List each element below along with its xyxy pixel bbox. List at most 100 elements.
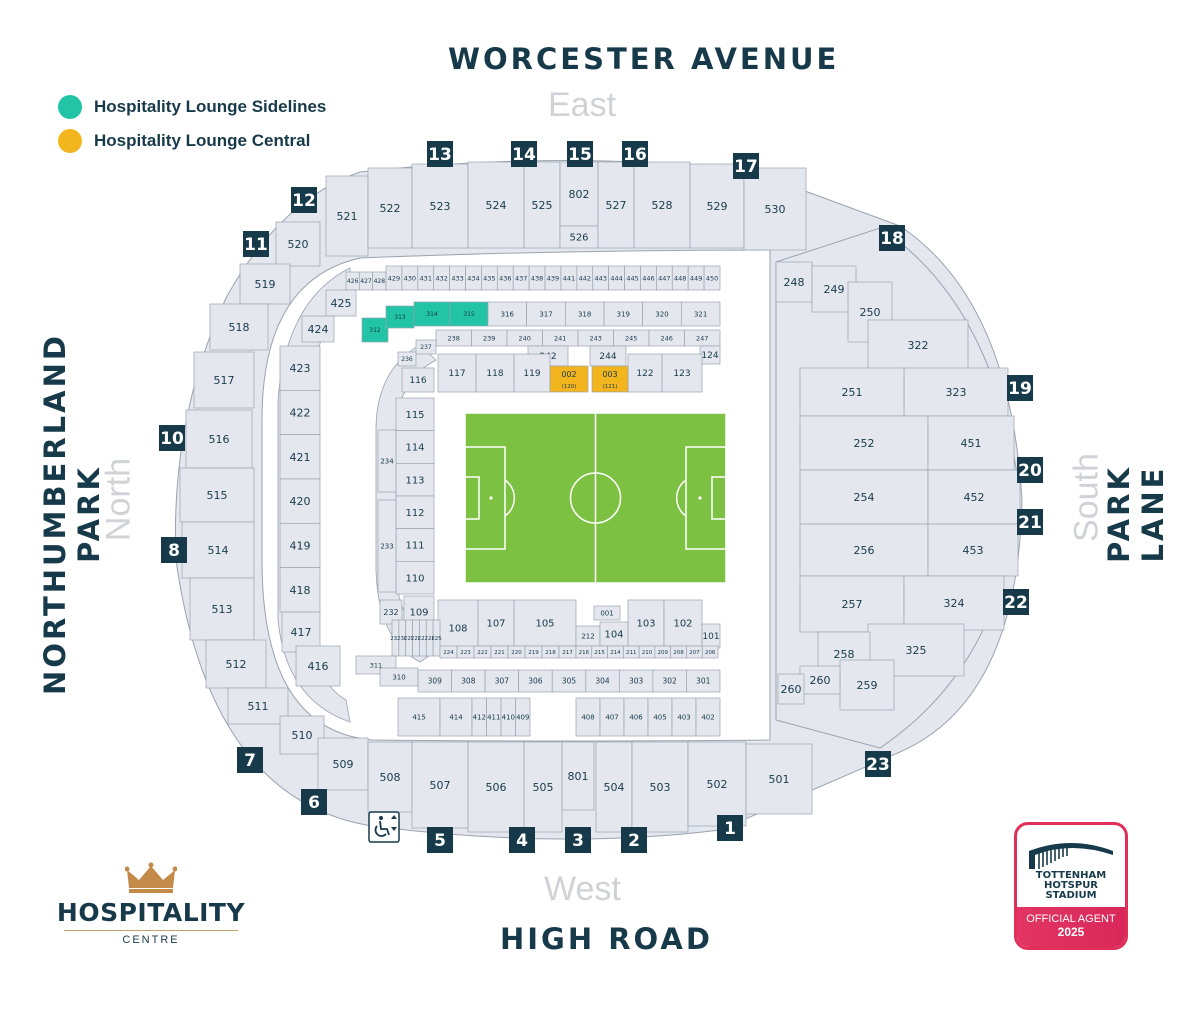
seat-block-248[interactable] — [775, 261, 813, 303]
seat-block-label-519: 519 — [255, 278, 276, 291]
seat-block-450[interactable] — [703, 265, 721, 291]
seat-block-416[interactable] — [295, 645, 341, 687]
seat-block-259[interactable] — [839, 659, 895, 711]
seat-block-251[interactable] — [799, 367, 905, 417]
seat-block-453[interactable] — [927, 523, 1019, 577]
seat-block-316[interactable] — [487, 301, 528, 327]
seat-block-107[interactable] — [477, 599, 515, 647]
seat-block-236[interactable] — [397, 351, 417, 367]
seat-block-424[interactable] — [301, 315, 335, 343]
seat-block-257[interactable] — [799, 575, 905, 633]
seat-block-label-505: 505 — [533, 781, 554, 794]
seat-block-206[interactable] — [701, 645, 719, 659]
seat-block-505[interactable] — [523, 741, 563, 833]
seat-block-523[interactable] — [411, 163, 469, 249]
wheelchair-access-icon — [368, 811, 400, 843]
seat-block-103[interactable] — [627, 599, 665, 647]
seat-block-517[interactable] — [193, 351, 255, 409]
seat-block-515[interactable] — [179, 467, 255, 523]
seat-block-521[interactable] — [325, 175, 369, 257]
seat-block-321[interactable] — [680, 301, 721, 327]
seat-block-003[interactable] — [591, 365, 629, 393]
seat-block-234[interactable] — [377, 429, 397, 493]
seat-block-452[interactable] — [927, 469, 1021, 525]
seat-block-115[interactable] — [395, 397, 435, 432]
seat-block-315[interactable] — [449, 301, 489, 327]
seat-block-001[interactable] — [593, 605, 621, 621]
seat-block-501[interactable] — [745, 743, 813, 815]
seat-block-508[interactable] — [367, 741, 413, 813]
seat-block-503[interactable] — [631, 741, 689, 833]
seat-block-506[interactable] — [467, 741, 525, 833]
seat-block-502[interactable] — [687, 741, 747, 827]
seat-block-256[interactable] — [799, 523, 929, 577]
seat-block-301[interactable] — [686, 669, 721, 693]
seat-block-409[interactable] — [515, 697, 531, 737]
seat-block-254[interactable] — [799, 469, 929, 525]
seat-block-514[interactable] — [181, 521, 255, 579]
seat-block-260-b[interactable] — [777, 673, 805, 705]
seat-block-510[interactable] — [279, 715, 325, 755]
seat-block-405[interactable] — [647, 697, 673, 737]
seat-block-408[interactable] — [575, 697, 601, 737]
seat-block-225[interactable] — [432, 619, 441, 657]
seat-block-513[interactable] — [189, 577, 255, 641]
seat-block-113[interactable] — [395, 462, 435, 497]
seat-block-319[interactable] — [603, 301, 644, 327]
seat-block-sub-120: (120) — [562, 384, 577, 390]
seat-block-112[interactable] — [395, 495, 435, 530]
seat-block-451[interactable] — [927, 415, 1015, 471]
seat-block-527[interactable] — [597, 161, 635, 249]
seat-block-421[interactable] — [279, 434, 321, 480]
seat-block-509[interactable] — [317, 737, 369, 791]
seat-block-516[interactable] — [185, 409, 253, 469]
seat-block-117[interactable] — [437, 353, 477, 393]
seat-block-520[interactable] — [275, 221, 321, 267]
seat-block-415[interactable] — [397, 697, 441, 737]
seat-block-530[interactable] — [743, 167, 807, 251]
seat-block-105[interactable] — [513, 599, 577, 647]
seat-block-522[interactable] — [367, 167, 413, 249]
seat-block-322[interactable] — [867, 319, 969, 371]
seat-block-label-412: 412 — [473, 714, 486, 722]
seat-block-label-260-b: 260 — [781, 683, 802, 696]
seat-block-116[interactable] — [401, 367, 435, 393]
seat-block-507[interactable] — [411, 741, 469, 829]
seat-block-406[interactable] — [623, 697, 649, 737]
seat-block-420[interactable] — [279, 478, 321, 524]
seat-block-425[interactable] — [325, 289, 357, 317]
seat-block-233[interactable] — [377, 499, 397, 593]
seat-block-122[interactable] — [627, 353, 663, 393]
seat-block-label-407: 407 — [605, 714, 618, 722]
seat-block-403[interactable] — [671, 697, 697, 737]
seat-block-312[interactable] — [361, 317, 389, 343]
seat-block-524[interactable] — [467, 161, 525, 249]
seat-block-418[interactable] — [279, 567, 321, 613]
seat-block-110[interactable] — [395, 560, 435, 595]
seat-block-002[interactable] — [549, 365, 589, 393]
seat-block-102[interactable] — [663, 599, 703, 647]
seat-block-402[interactable] — [695, 697, 721, 737]
seat-block-label-406: 406 — [629, 714, 643, 722]
seat-block-511[interactable] — [227, 687, 289, 725]
seat-block-525[interactable] — [523, 161, 561, 249]
seat-block-407[interactable] — [599, 697, 625, 737]
seat-block-318[interactable] — [564, 301, 605, 327]
seat-block-320[interactable] — [642, 301, 682, 327]
seat-block-237[interactable] — [415, 339, 437, 355]
seat-block-422[interactable] — [279, 389, 321, 436]
seat-block-518[interactable] — [209, 303, 269, 351]
seat-block-317[interactable] — [526, 301, 566, 327]
seat-block-label-424: 424 — [308, 323, 329, 336]
seat-block-512[interactable] — [205, 639, 267, 689]
seat-block-504[interactable] — [595, 741, 633, 833]
seat-block-801[interactable] — [561, 741, 595, 811]
seat-block-252[interactable] — [799, 415, 929, 471]
seat-block-323[interactable] — [903, 367, 1009, 417]
seat-block-324[interactable] — [903, 575, 1005, 631]
seat-block-519[interactable] — [239, 263, 291, 305]
seat-block-528[interactable] — [633, 161, 691, 249]
seat-block-123[interactable] — [661, 353, 703, 393]
seat-block-232[interactable] — [379, 599, 403, 625]
seat-block-423[interactable] — [279, 345, 321, 391]
